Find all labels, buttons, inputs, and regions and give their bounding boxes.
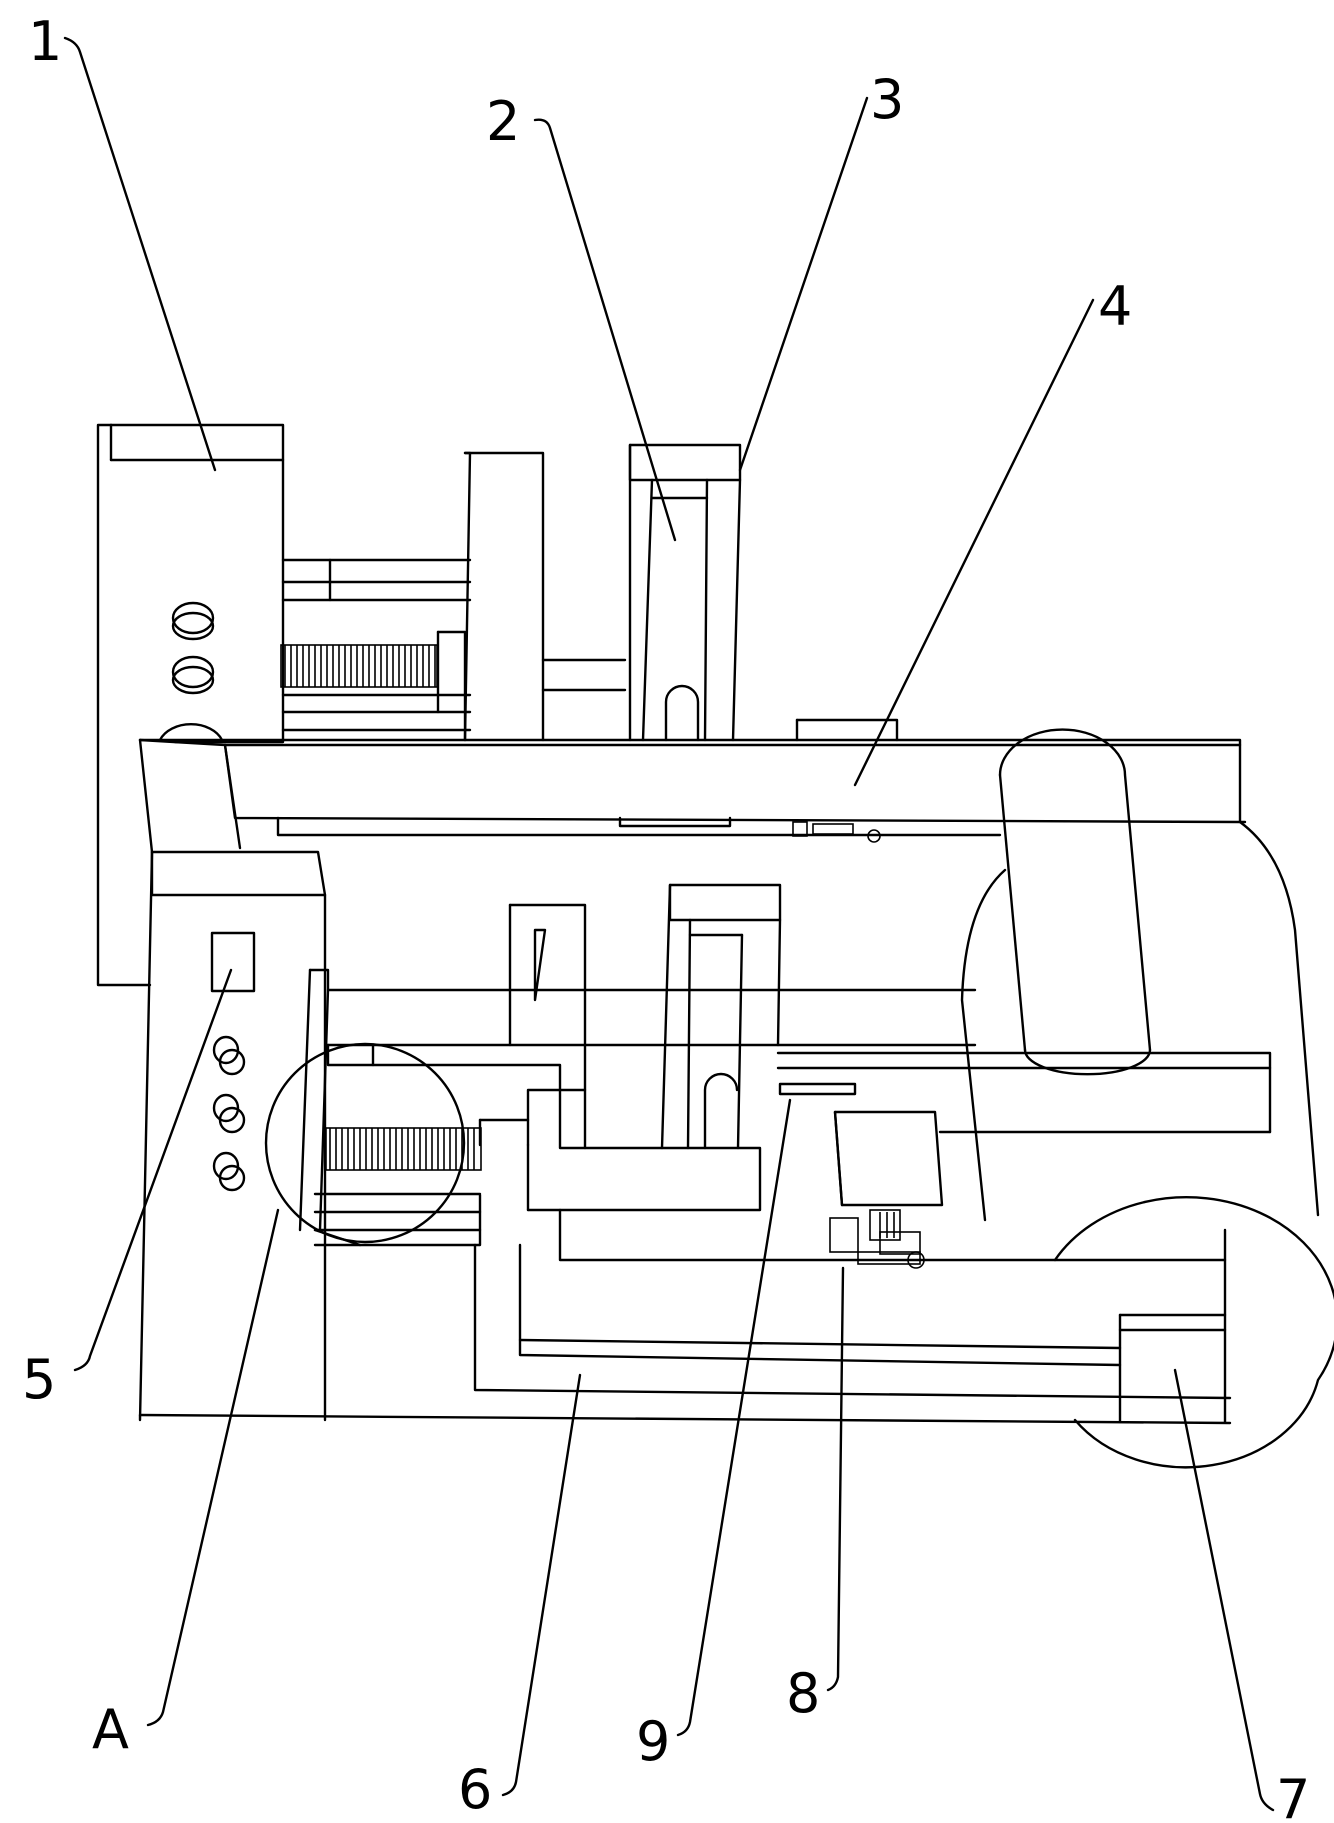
lower-long-beam <box>776 1051 1272 1134</box>
label-2: 2 <box>486 90 520 153</box>
part-4-upper-beam <box>138 718 1247 854</box>
leader-4 <box>853 298 1095 787</box>
leader-1 <box>63 36 217 472</box>
label-5: 5 <box>22 1348 56 1411</box>
label-9: 9 <box>636 1710 670 1773</box>
label-1: 1 <box>28 10 62 73</box>
label-6: 6 <box>458 1758 492 1821</box>
lower-spring <box>325 1127 482 1171</box>
lower-table <box>473 1196 1334 1469</box>
leader-a <box>146 1208 280 1727</box>
leader-6 <box>501 1373 582 1797</box>
lower-slide-rails <box>298 968 977 1247</box>
label-3: 3 <box>870 68 904 131</box>
upper-slide-rails <box>281 558 472 742</box>
callout-labels: 1 2 3 4 5 A 6 9 8 7 <box>22 10 1310 1823</box>
part-5-switch <box>210 931 256 993</box>
part-1-side-plate <box>96 423 285 987</box>
right-roller-belt <box>960 728 1320 1222</box>
leader-2 <box>533 118 677 542</box>
leader-9 <box>676 1098 792 1737</box>
label-4: 4 <box>1098 275 1132 338</box>
lower-u-frame <box>660 883 782 1150</box>
upper-post <box>463 451 627 742</box>
lower-middle-post <box>478 903 762 1212</box>
detail-circle-a <box>264 1042 466 1244</box>
leader-3 <box>738 96 869 472</box>
motor-block <box>829 1110 944 1269</box>
label-8: 8 <box>786 1662 820 1725</box>
label-7: 7 <box>1276 1768 1310 1823</box>
label-a: A <box>92 1698 129 1761</box>
leader-7 <box>1173 1368 1275 1812</box>
lower-housing <box>138 850 1232 1425</box>
leader-5 <box>73 968 233 1372</box>
leader-8 <box>826 1266 845 1692</box>
upper-spring <box>280 644 438 688</box>
leader-lines <box>63 36 1275 1812</box>
part-3-upper-frame <box>628 443 742 742</box>
